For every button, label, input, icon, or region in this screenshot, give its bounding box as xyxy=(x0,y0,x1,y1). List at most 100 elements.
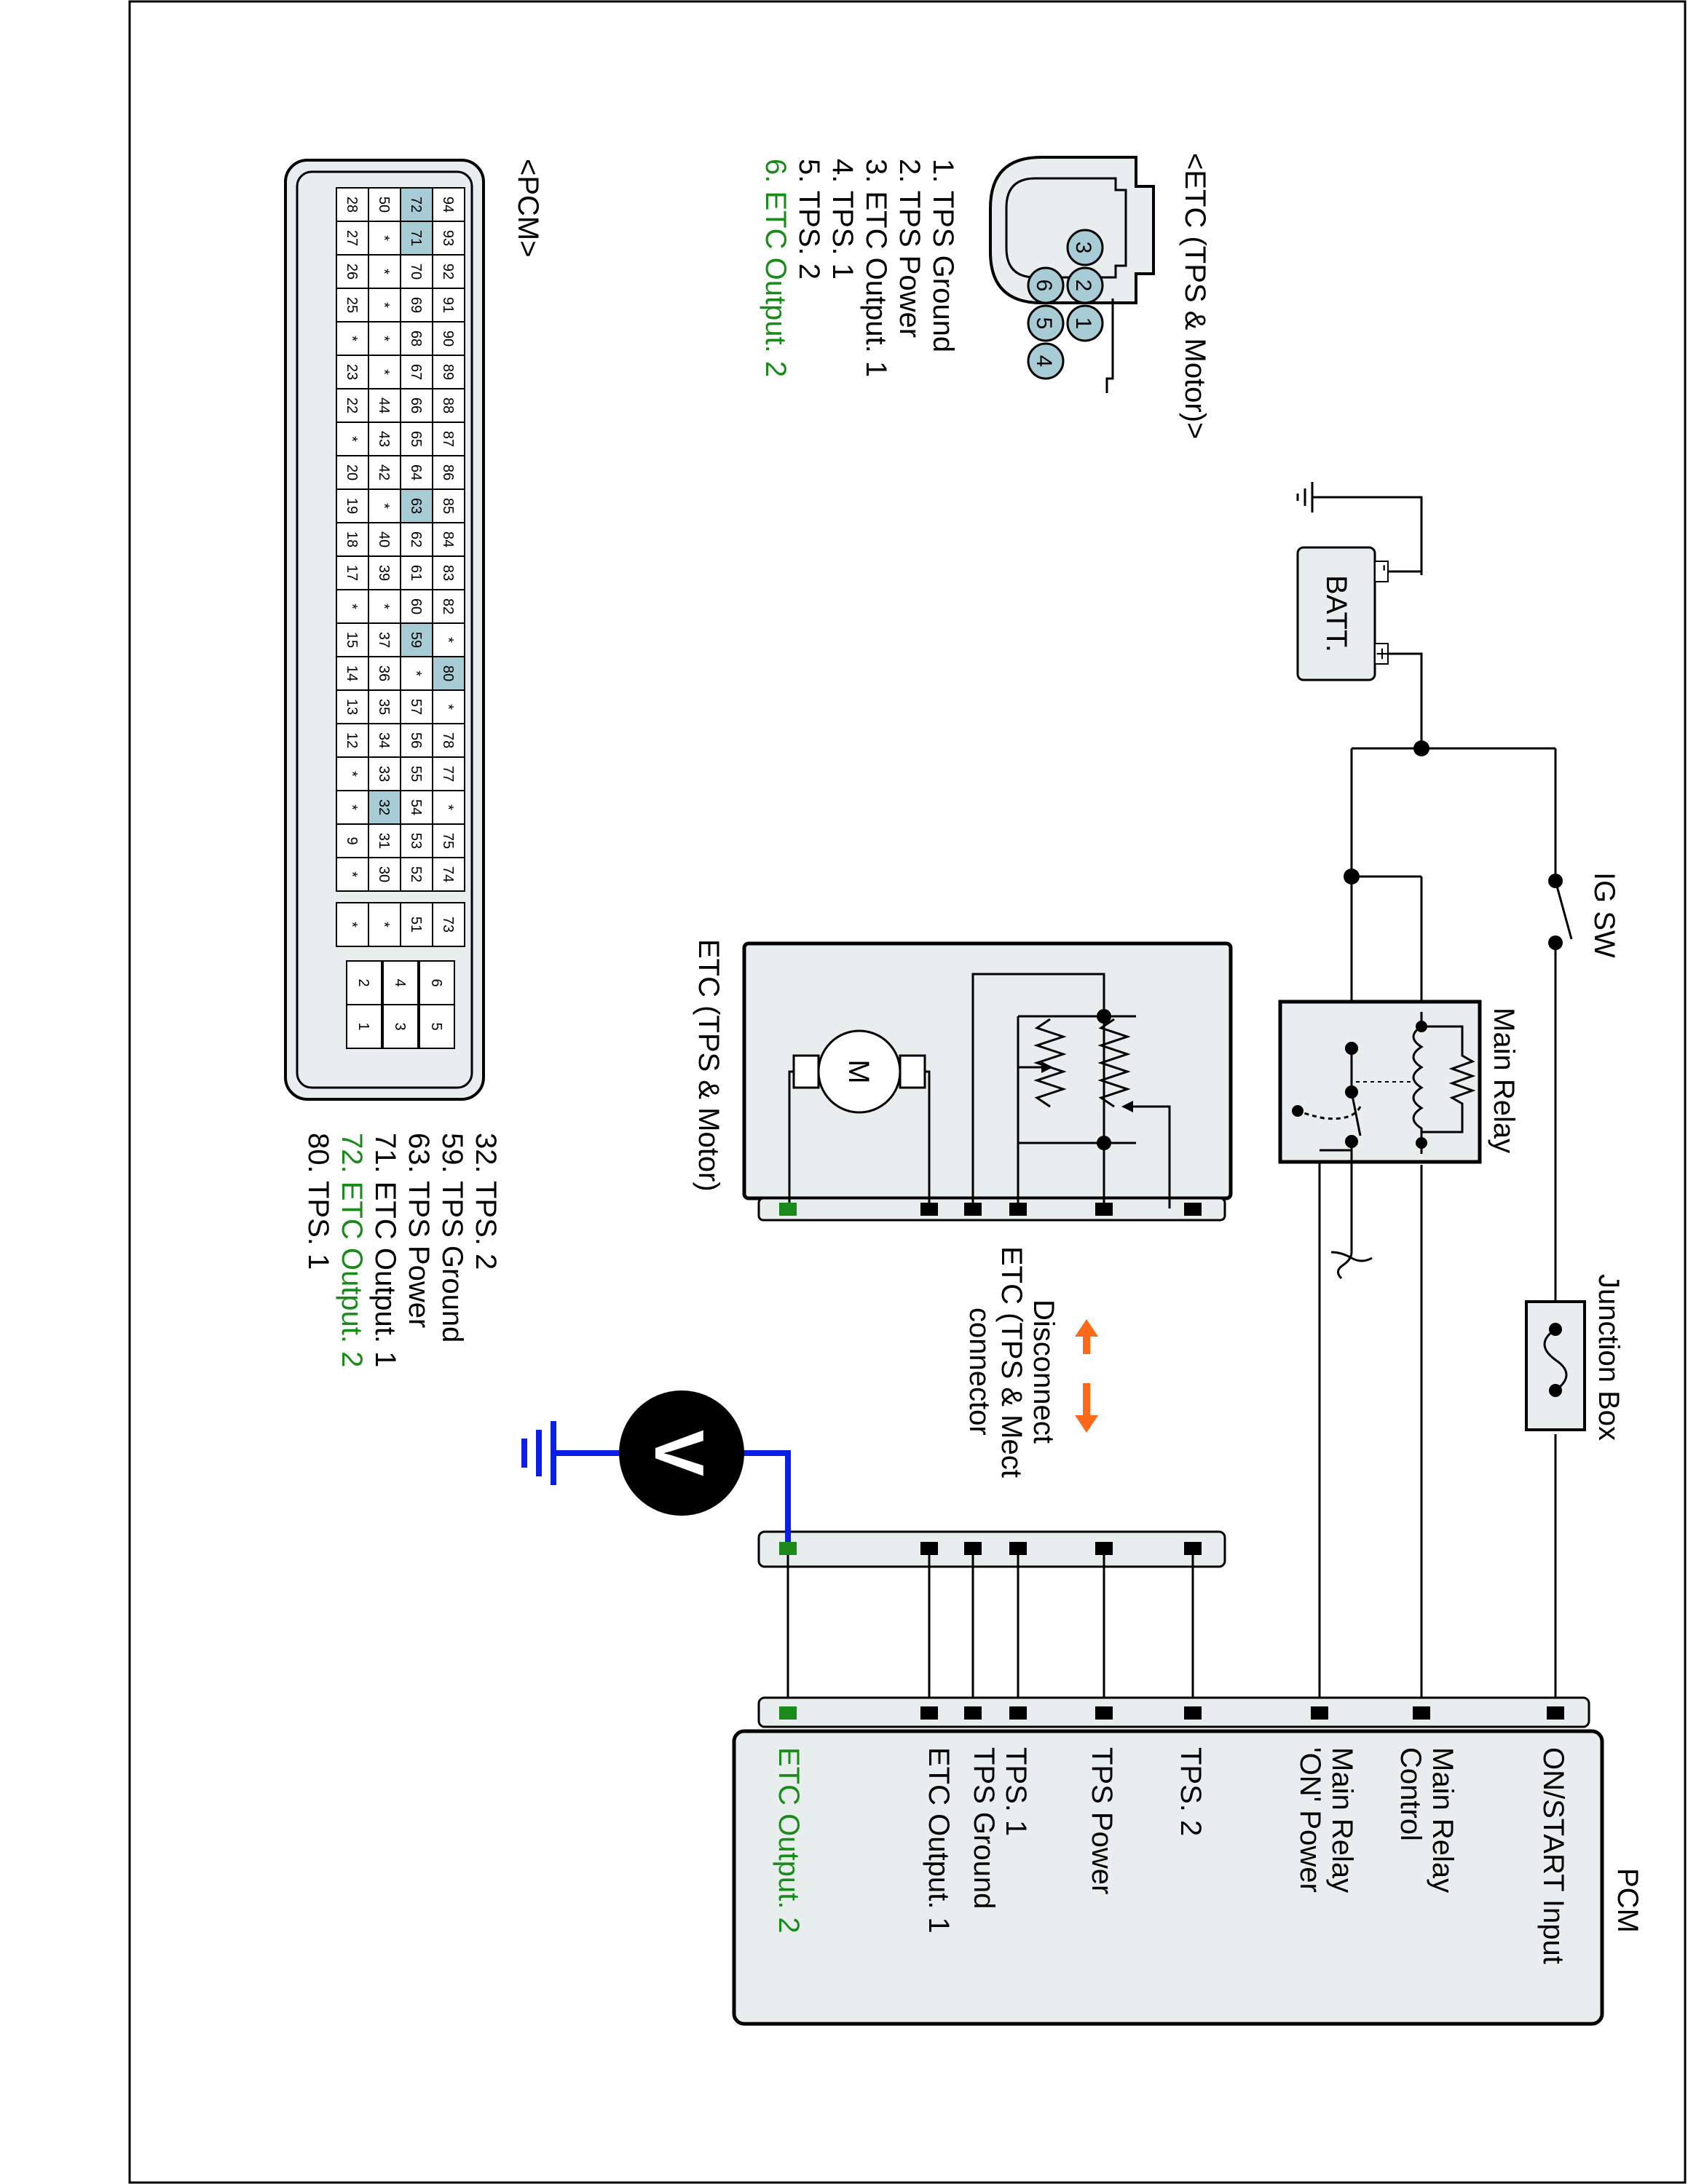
harness-connector xyxy=(757,1530,1226,1568)
pcm-pin-cell xyxy=(400,589,433,624)
pcm-pin-cell xyxy=(382,960,419,1005)
pcm-pin-number: 15 xyxy=(344,632,360,648)
pcm-pin-cell xyxy=(336,254,369,289)
pcm-pin-cell xyxy=(368,355,401,389)
pcm-pin-cell xyxy=(432,689,465,724)
etc-connector-title: <ETC (TPS & Motor)> xyxy=(1179,153,1211,439)
battery: - + BATT. xyxy=(1296,482,1423,681)
pcm-pin-number: 13 xyxy=(344,699,360,715)
pcm-pin-number: 74 xyxy=(440,866,456,882)
legend-item: 72. ETC Output. 2 xyxy=(336,1133,368,1367)
pcm-pin-cell xyxy=(336,902,369,947)
page-frame xyxy=(128,0,1687,2184)
pcm-pin-number: 27 xyxy=(344,230,360,246)
pcm-pin-number: 56 xyxy=(408,732,424,748)
pcm-pin-number: 50 xyxy=(376,197,392,213)
etc-pin-number: 3 xyxy=(1071,242,1095,254)
pcm-pin-number: * xyxy=(376,235,392,241)
pcm-pin-label: Main Relay xyxy=(1427,1747,1459,1893)
ig-switch-contact xyxy=(1548,935,1563,950)
junction-dot xyxy=(1413,740,1429,756)
pcm-pin-number: 61 xyxy=(408,565,424,581)
pcm-pin-number: 23 xyxy=(344,364,360,380)
pcm-pin-number: 77 xyxy=(440,766,456,782)
pcm-pin-number: 35 xyxy=(376,699,392,715)
disconnect-indicator: Disconnect ETC (TPS & Mect connector xyxy=(963,1246,1098,1478)
pcm-pin-number: 78 xyxy=(440,732,456,748)
pcm-pin-number: 54 xyxy=(408,799,424,815)
legend-item: 63. TPS Power xyxy=(403,1133,435,1328)
pcm-pin-number: * xyxy=(344,436,360,442)
pcm-pin-cell xyxy=(336,589,369,624)
pcm-pin-number: * xyxy=(408,670,424,676)
pcm-pin-number: 60 xyxy=(408,598,424,614)
pcm-title: PCM xyxy=(1612,1868,1644,1933)
legend-item: 71. ETC Output. 1 xyxy=(369,1133,401,1367)
voltmeter: V xyxy=(521,1390,791,1542)
pcm-pin-cell xyxy=(368,857,401,892)
pcm-pin-label: 'ON' Power xyxy=(1294,1747,1326,1893)
harness-wires xyxy=(786,1555,1194,1714)
pcm-pin-number: 53 xyxy=(408,833,424,849)
pcm-pin-number: 5 xyxy=(428,1022,444,1030)
pcm-pin-number: 32 xyxy=(376,799,392,815)
pcm-pin-cell xyxy=(336,355,369,389)
pcm-pin-number: 34 xyxy=(376,732,392,748)
pcm-pin-number: 57 xyxy=(408,699,424,715)
pcm-pin-label: Control xyxy=(1395,1747,1427,1841)
junction-box: Junction Box xyxy=(1525,1274,1625,1441)
ig-switch-contact xyxy=(1548,874,1563,888)
pcm-pin-cell xyxy=(400,187,433,222)
pcm-pin-cell xyxy=(368,321,401,356)
pcm-pin-cell xyxy=(432,321,465,356)
disconnect-line-1: Disconnect xyxy=(1028,1299,1060,1444)
pcm-pin-number: 91 xyxy=(440,297,456,313)
pcm-pin-number: * xyxy=(376,922,392,927)
pcm-pin-cell xyxy=(432,221,465,256)
pcm-pin-number: * xyxy=(376,269,392,274)
legend-item: 3. ETC Output. 1 xyxy=(860,159,892,377)
pcm-pin-number: 55 xyxy=(408,766,424,782)
pcm-pin-number: 17 xyxy=(344,565,360,581)
pcm-pin-cell xyxy=(419,960,455,1005)
legend-item: 59. TPS Ground xyxy=(436,1133,468,1342)
pcm-pin-number: 19 xyxy=(344,498,360,514)
pcm-pin-grid: 94939291908988878685848382*80*7877*75747… xyxy=(336,187,465,1049)
pcm-pin-cell xyxy=(400,857,433,892)
pcm-pin-cell xyxy=(432,823,465,858)
pcm-pin-cell xyxy=(432,355,465,389)
pcm-pin-number: * xyxy=(376,302,392,308)
legend-item: 2. TPS Power xyxy=(894,159,926,338)
pcm-pin-cell xyxy=(432,522,465,557)
pcm-pin-cell xyxy=(400,288,433,323)
etc-pin-number: 5 xyxy=(1032,317,1056,330)
pcm-pin-number: 62 xyxy=(408,531,424,547)
pcm-pin-number: 86 xyxy=(440,464,456,480)
pcm-pin-cell xyxy=(336,823,369,858)
pcm-pin-cell xyxy=(336,321,369,356)
pcm-pin-label: ON/START Input xyxy=(1537,1747,1569,1964)
pcm-pin-number: * xyxy=(376,336,392,341)
pcm-pin-number: 28 xyxy=(344,197,360,213)
battery-plus: + xyxy=(1370,647,1394,660)
pcm-pin-cell xyxy=(336,656,369,691)
legend-item: 80. TPS. 1 xyxy=(302,1133,334,1270)
pcm-pin-cell xyxy=(400,723,433,758)
pcm-pin-cell xyxy=(432,254,465,289)
pcm-pin-number: 64 xyxy=(408,464,424,480)
pcm-pin-number: * xyxy=(440,637,456,643)
pcm-pin-number: 87 xyxy=(440,431,456,447)
pcm-pin-number: 75 xyxy=(440,833,456,849)
pcm-pin-cell xyxy=(400,422,433,456)
pcm-pin-cell xyxy=(400,656,433,691)
pcm-pin-number: 94 xyxy=(440,197,456,213)
pcm-pin-cell xyxy=(419,1004,455,1049)
pcm-pin-cell xyxy=(368,221,401,256)
pcm-pin-cell xyxy=(336,422,369,456)
pcm-pin-cell xyxy=(400,622,433,657)
pcm-pin-number: 40 xyxy=(376,531,392,547)
pcm-pin-number: 43 xyxy=(376,431,392,447)
pcm-pin-number: * xyxy=(344,922,360,927)
junction-box-label: Junction Box xyxy=(1593,1274,1625,1441)
